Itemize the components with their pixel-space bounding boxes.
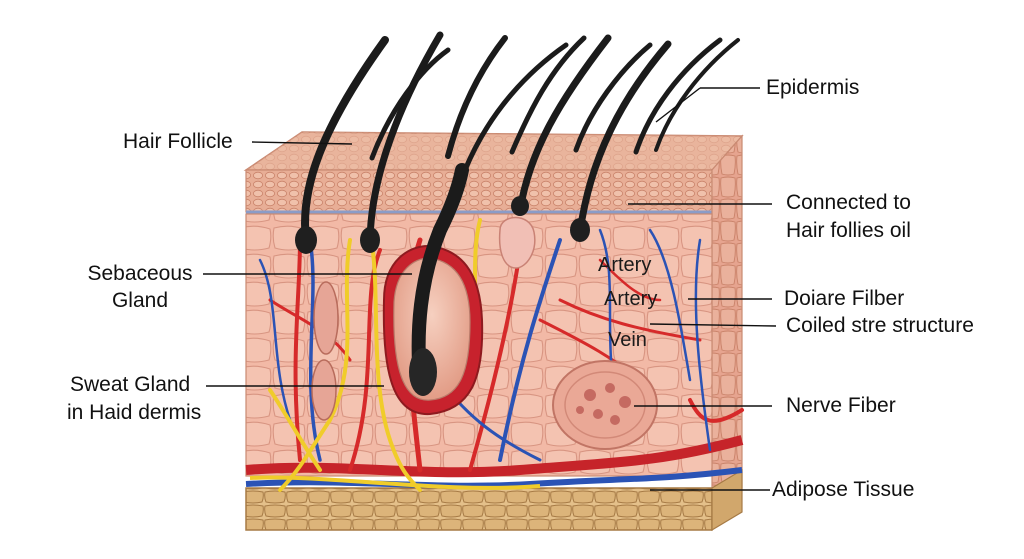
inner-label-artery-2: Artery: [604, 288, 658, 310]
leader-lines: [203, 87, 777, 491]
label-epidermis: Epidermis: [766, 76, 860, 99]
inner-label-vein: Vein: [608, 329, 647, 351]
inner-label-artery-1: Artery: [598, 254, 652, 276]
label-coiled-structure: Coiled stre structure: [786, 314, 974, 337]
label-sebaceous-line1: Sebaceous: [87, 262, 193, 285]
follicle-bulbs: [295, 196, 590, 254]
adipose-layer: [245, 468, 743, 532]
leader-hair-follicle: [251, 141, 353, 145]
epidermis-layer: [245, 169, 713, 214]
label-connected-line2: Hair follies oil: [786, 219, 911, 242]
label-hair-follicle: Hair Follicle: [123, 130, 233, 153]
sweat-gland: [311, 281, 339, 421]
central-follicle-gland: [382, 163, 484, 416]
sebaceous-bulb: [498, 216, 536, 269]
hair-shafts: [301, 31, 740, 248]
label-doiare-fiber: Doiare Filber: [784, 287, 905, 310]
lamellar-corpuscle: [552, 360, 658, 450]
base-vessels: [245, 435, 744, 490]
label-sebaceous-line2: Gland: [111, 289, 169, 312]
label-nerve-fiber: Nerve Fiber: [786, 394, 896, 417]
label-sweat-line1: Sweat Gland: [70, 373, 191, 396]
skin-surface: [243, 131, 744, 171]
label-adipose-tissue: Adipose Tissue: [772, 478, 915, 501]
leader-coiled: [649, 323, 777, 327]
label-connected-line1: Connected to: [786, 191, 911, 214]
label-sweat-line2: in Haid dermis: [67, 401, 202, 424]
